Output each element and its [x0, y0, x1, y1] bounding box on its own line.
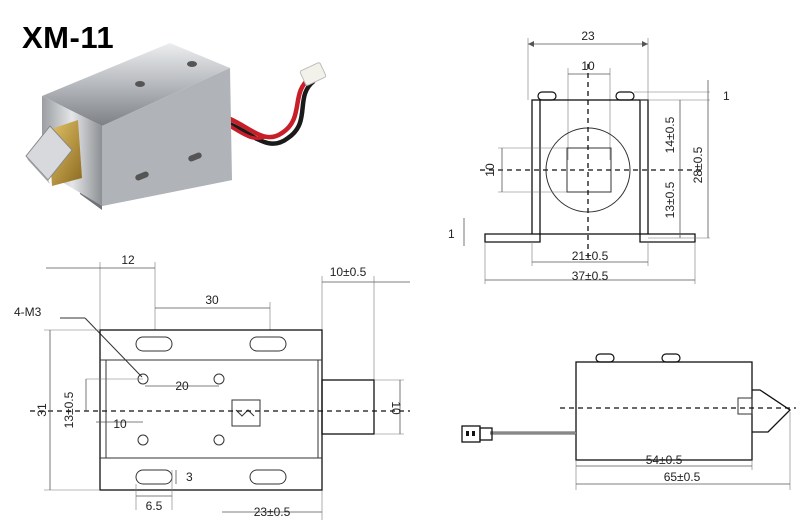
- solenoid-lock-photo: [25, 43, 327, 210]
- dim-10-height-label: 10: [389, 401, 403, 415]
- dim-54-label: 54±0.5: [646, 453, 683, 467]
- dim-3-slot-label: 3: [186, 470, 193, 484]
- dim-10-left-label: 10: [483, 163, 497, 177]
- dim-65-label: 65±0.5: [664, 470, 701, 484]
- dim-28-label: 28±0.5: [691, 146, 705, 183]
- dim-23-label: 23: [581, 29, 595, 43]
- dim-12-label: 12: [121, 253, 135, 267]
- dim-30-label: 30: [205, 293, 219, 307]
- dim-14-label: 14±0.5: [663, 116, 677, 153]
- dim-13-label: 13±0.5: [663, 181, 677, 218]
- dim-10-square-label: 10: [581, 59, 595, 73]
- model-title: XM-11: [22, 20, 115, 55]
- front-view-drawing: 23 10 1 14±0.5 13±0.5 28±0.5 10 1 21±0.5…: [448, 29, 730, 284]
- dim-37-label: 37±0.5: [572, 269, 609, 283]
- dim-6-5-label: 6.5: [146, 499, 163, 513]
- dim-1-flange-label: 1: [448, 227, 455, 241]
- top-view-drawing: 12 30 4-M3 10±0.5 20 31 13±0.5 10 10 3 6…: [14, 253, 410, 520]
- dim-10-left-label: 10: [113, 417, 127, 431]
- dim-1-screw-label: 1: [723, 89, 730, 103]
- dim-21-label: 21±0.5: [572, 249, 609, 263]
- dim-10-plunger-label: 10±0.5: [330, 265, 367, 279]
- dim-13-label: 13±0.5: [62, 391, 76, 428]
- dim-20-label: 20: [175, 379, 189, 393]
- side-view-drawing: 54±0.5 65±0.5: [461, 353, 796, 490]
- screws-4-m3-label: 4-M3: [14, 305, 42, 319]
- dim-31-label: 31: [35, 403, 49, 417]
- dim-23-label: 23±0.5: [254, 505, 291, 519]
